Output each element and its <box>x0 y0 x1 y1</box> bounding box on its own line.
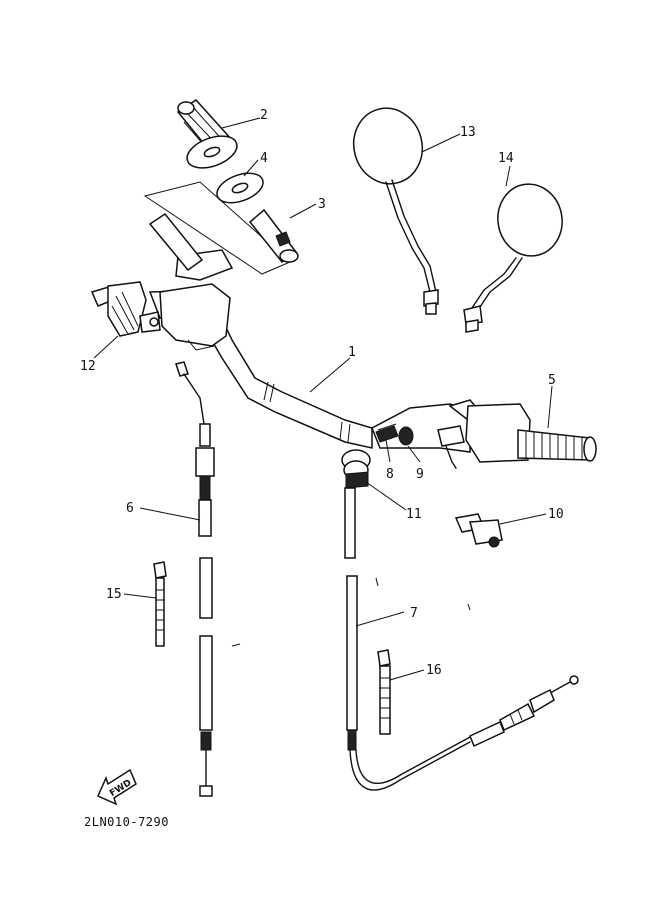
cable-band-part-15 <box>153 561 167 647</box>
diagram-code: 2LN010-7290 <box>84 815 169 829</box>
callout-5: 5 <box>548 373 556 388</box>
mirror-part-14 <box>463 183 563 333</box>
callout-7: 7 <box>410 606 418 621</box>
throttle-cable-part-7 <box>344 487 579 791</box>
cable-guide-part-11 <box>341 449 371 489</box>
throttle-tube-part-3 <box>248 208 299 264</box>
bracket-part-10 <box>454 513 503 548</box>
callout-1: 1 <box>348 345 356 360</box>
callout-10: 10 <box>548 507 564 522</box>
callout-12: 12 <box>80 359 96 374</box>
clutch-cable-part-6 <box>175 361 215 797</box>
callout-11: 11 <box>406 507 422 522</box>
adjuster-part-8 <box>375 423 399 443</box>
left-grip-tube <box>148 212 204 272</box>
leader-lines <box>93 117 553 681</box>
lever-holder-part-12 <box>90 281 161 337</box>
callout-6: 6 <box>126 501 134 516</box>
callout-8: 8 <box>386 467 394 482</box>
callout-15: 15 <box>106 587 122 602</box>
cable-band-part-16 <box>377 649 391 735</box>
callout-16: 16 <box>426 663 442 678</box>
callout-9: 9 <box>416 467 424 482</box>
callout-13: 13 <box>460 125 476 140</box>
callout-2: 2 <box>260 108 268 123</box>
callout-14: 14 <box>498 151 514 166</box>
washer-part-4 <box>216 172 264 204</box>
forward-arrow-icon: FWD <box>97 768 137 806</box>
right-grip-part-5 <box>371 399 597 469</box>
mirror-part-13 <box>352 107 439 315</box>
cover-part-9 <box>398 426 414 446</box>
callout-3: 3 <box>318 197 326 212</box>
grip-part-2 <box>176 99 238 169</box>
callout-4: 4 <box>260 151 268 166</box>
